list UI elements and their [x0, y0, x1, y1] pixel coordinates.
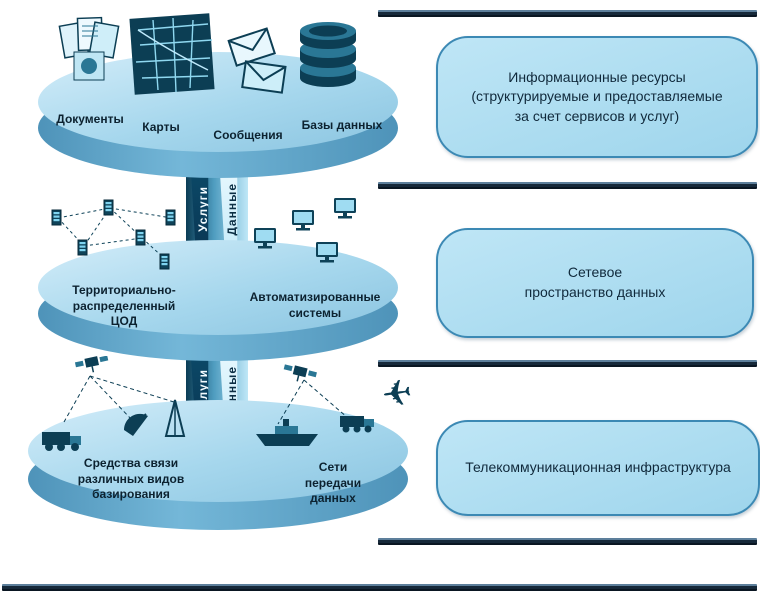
- satellite-icon: [74, 355, 109, 373]
- separator-bar-top: [378, 10, 757, 17]
- info-box-telecom-infrastructure: Телекоммуникационная инфраструктура: [436, 420, 760, 516]
- separator-bar-lower-middle: [378, 360, 757, 367]
- messages-icon: [226, 26, 292, 98]
- label-messages: Сообщения: [213, 128, 283, 142]
- server-icon: [51, 209, 62, 226]
- automated-systems-icon: [250, 198, 368, 276]
- server-icon: [103, 199, 114, 216]
- signal-lines: [63, 375, 175, 423]
- separator-bar-upper-middle: [378, 182, 757, 189]
- info-box-information-resources-label: Информационные ресурсы (структурируемые …: [471, 68, 723, 124]
- truck-icon: [42, 432, 81, 451]
- data-arrow-label: Данные: [224, 182, 239, 236]
- signal-lines: [277, 379, 349, 425]
- ship-icon: [256, 419, 318, 446]
- info-box-information-resources: Информационные ресурсы (структурируемые …: [436, 36, 758, 158]
- info-box-network-data-space: Сетевое пространство данных: [436, 228, 754, 338]
- label-maps: Карты: [142, 120, 180, 134]
- documents-icon: [58, 12, 122, 88]
- label-documents: Документы: [56, 112, 124, 126]
- server-icon: [165, 209, 176, 226]
- server-icon: [77, 239, 88, 256]
- databases-icon-svg: [300, 22, 356, 87]
- truck-icon: [340, 416, 374, 433]
- separator-bar-bottom-right: [378, 538, 757, 545]
- computer-icon: [254, 228, 276, 249]
- radio-mast-icon: [164, 399, 186, 437]
- messages-icon-svg: [227, 27, 287, 94]
- disk-telecom-infrastructure: [28, 400, 408, 530]
- label-databases: Базы данных: [301, 118, 383, 132]
- separator-bar-bottom-full: [2, 584, 757, 591]
- label-communication-means: Средства связи различных видов базирован…: [77, 456, 185, 502]
- comms-right-svg: [256, 364, 374, 446]
- databases-icon: [292, 18, 364, 92]
- disk-network-space: [38, 240, 398, 361]
- disk-face: [38, 240, 398, 335]
- server-network-svg: [51, 199, 176, 270]
- comms-left-svg: [42, 355, 186, 451]
- server-icon: [135, 229, 146, 246]
- satellite-icon: [283, 364, 317, 382]
- distributed-datacenter-network-icon: [40, 196, 190, 284]
- map-icon-svg: [129, 13, 215, 95]
- documents-icon-svg: [58, 16, 120, 81]
- map-icon: [126, 8, 218, 100]
- communication-means-icon: [36, 355, 221, 460]
- computer-icon: [292, 210, 314, 231]
- label-data-networks: Сети передачи данных: [304, 460, 362, 506]
- network-dashed-links: [57, 207, 173, 261]
- server-icon: [159, 253, 170, 270]
- label-automated-systems: Автоматизированные системы: [249, 290, 381, 320]
- workstations-svg: [254, 198, 356, 263]
- label-distributed-datacenter: Территориально- распределенный ЦОД: [72, 283, 176, 329]
- data-networks-icon: [252, 358, 384, 462]
- info-box-telecom-infrastructure-label: Телекоммуникационная инфраструктура: [465, 459, 731, 476]
- services-arrow-label: Услуги: [195, 186, 210, 232]
- airplane-icon: ✈: [379, 372, 415, 417]
- antenna-dish-icon: [123, 413, 148, 436]
- computer-icon: [334, 198, 356, 219]
- info-box-network-data-space-label: Сетевое пространство данных: [524, 264, 666, 300]
- computer-icon: [316, 242, 338, 263]
